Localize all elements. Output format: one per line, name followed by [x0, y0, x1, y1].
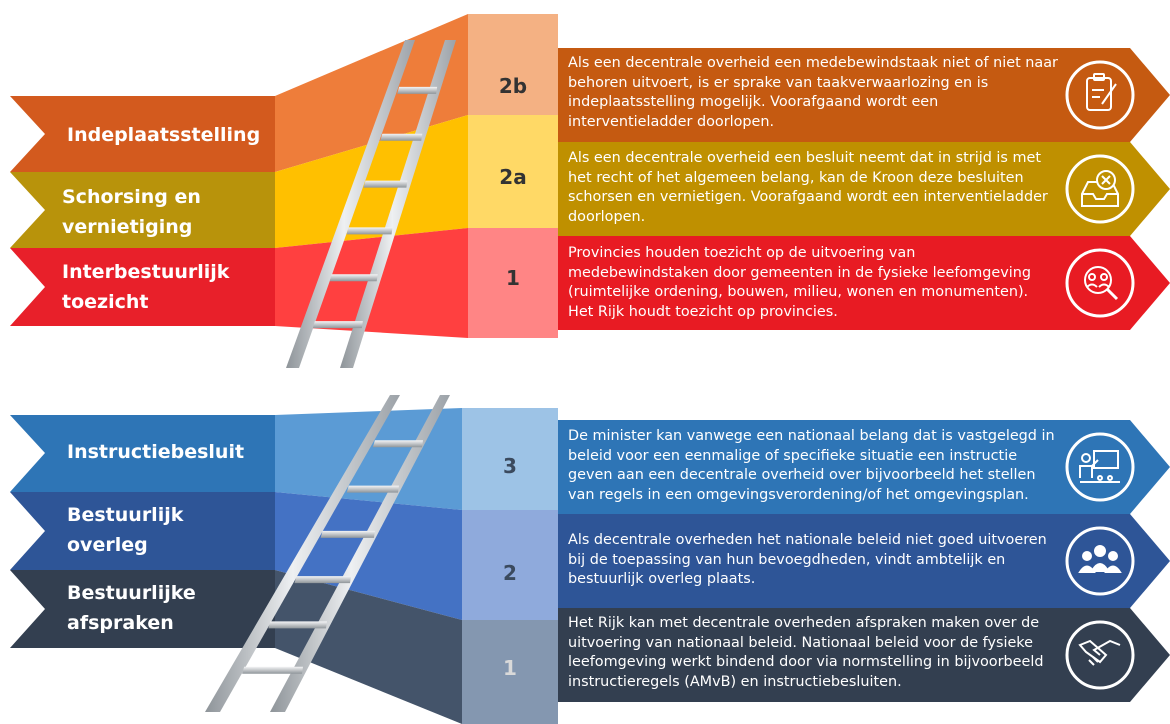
people-search-icon — [1065, 248, 1135, 318]
label-bestuurlijke-afspraken: Bestuurlijke afspraken — [67, 582, 196, 634]
label-bestuurlijk-overleg: Bestuurlijk overleg — [67, 504, 184, 556]
level-number-2a: 2a — [499, 165, 527, 189]
wall-front-2 — [462, 510, 558, 620]
description-2b: Als een decentrale overheid een medebewi… — [568, 55, 1058, 130]
group-meeting-icon — [1065, 526, 1135, 596]
arrow-2b — [558, 48, 1170, 142]
arrow-3 — [558, 420, 1170, 514]
ladder-rung — [363, 180, 408, 188]
band-indeplaatsstelling — [10, 96, 275, 172]
ladder-rung — [268, 621, 327, 629]
ladder-rung — [329, 274, 378, 282]
wall-slant-1b — [275, 570, 462, 724]
level-number-1-top: 1 — [506, 266, 520, 290]
ladder-rung — [372, 440, 423, 448]
band-afspraken — [10, 570, 275, 648]
wall-slant-3 — [275, 408, 462, 510]
level-number-2b: 2b — [498, 74, 528, 98]
level-number-2: 2 — [503, 561, 517, 585]
band-overleg — [10, 492, 275, 570]
arrow-1-bottom — [558, 608, 1170, 702]
ladder-bottom — [205, 395, 450, 712]
level-number-1-bottom: 1 — [503, 656, 517, 680]
wall-front-1b — [462, 620, 558, 724]
ladder-rung — [294, 576, 351, 584]
wall-front-2a — [468, 115, 558, 228]
ladder-rung — [397, 86, 438, 94]
arrow-1-top — [558, 236, 1170, 330]
label-schorsing-en-vernietiging: Schorsing en vernietiging — [62, 186, 201, 238]
description-2: Als decentrale overheden het nationale b… — [568, 532, 1047, 587]
ladder-rung — [380, 133, 423, 141]
wall-slant-2b — [275, 14, 468, 172]
arrow-2 — [558, 514, 1170, 608]
presenter-board-icon — [1065, 432, 1135, 502]
description-1-top: Provincies houden toezicht op de uitvoer… — [568, 245, 1031, 320]
cancel-tray-icon — [1065, 154, 1135, 224]
clipboard-edit-icon — [1065, 60, 1135, 130]
ladder-rung — [242, 666, 303, 674]
band-schorsing — [10, 172, 275, 248]
ladder-rung — [346, 485, 399, 493]
arrow-2a — [558, 142, 1170, 236]
level-number-3: 3 — [503, 454, 517, 478]
ladder-rung — [312, 321, 363, 329]
wall-front-2b — [468, 14, 558, 115]
description-1-bottom: Het Rijk kan met decentrale overheden af… — [568, 615, 1044, 690]
ladder-rung — [320, 530, 375, 538]
label-indeplaatsstelling: Indeplaatsstelling — [67, 124, 261, 146]
description-2a: Als een decentrale overheid een besluit … — [568, 150, 1048, 225]
wall-front-3 — [462, 408, 558, 510]
description-3: De minister kan vanwege een nationaal be… — [568, 428, 1055, 503]
handshake-icon — [1065, 620, 1135, 690]
label-instructiebesluit: Instructiebesluit — [67, 441, 245, 463]
ladder-rung — [346, 227, 393, 235]
band-instructiebesluit — [10, 415, 275, 492]
label-interbestuurlijk-toezicht: Interbestuurlijk toezicht — [62, 261, 230, 313]
wall-front-1 — [468, 228, 558, 338]
ladder-top — [286, 40, 456, 368]
band-interbestuurlijk — [10, 248, 275, 326]
